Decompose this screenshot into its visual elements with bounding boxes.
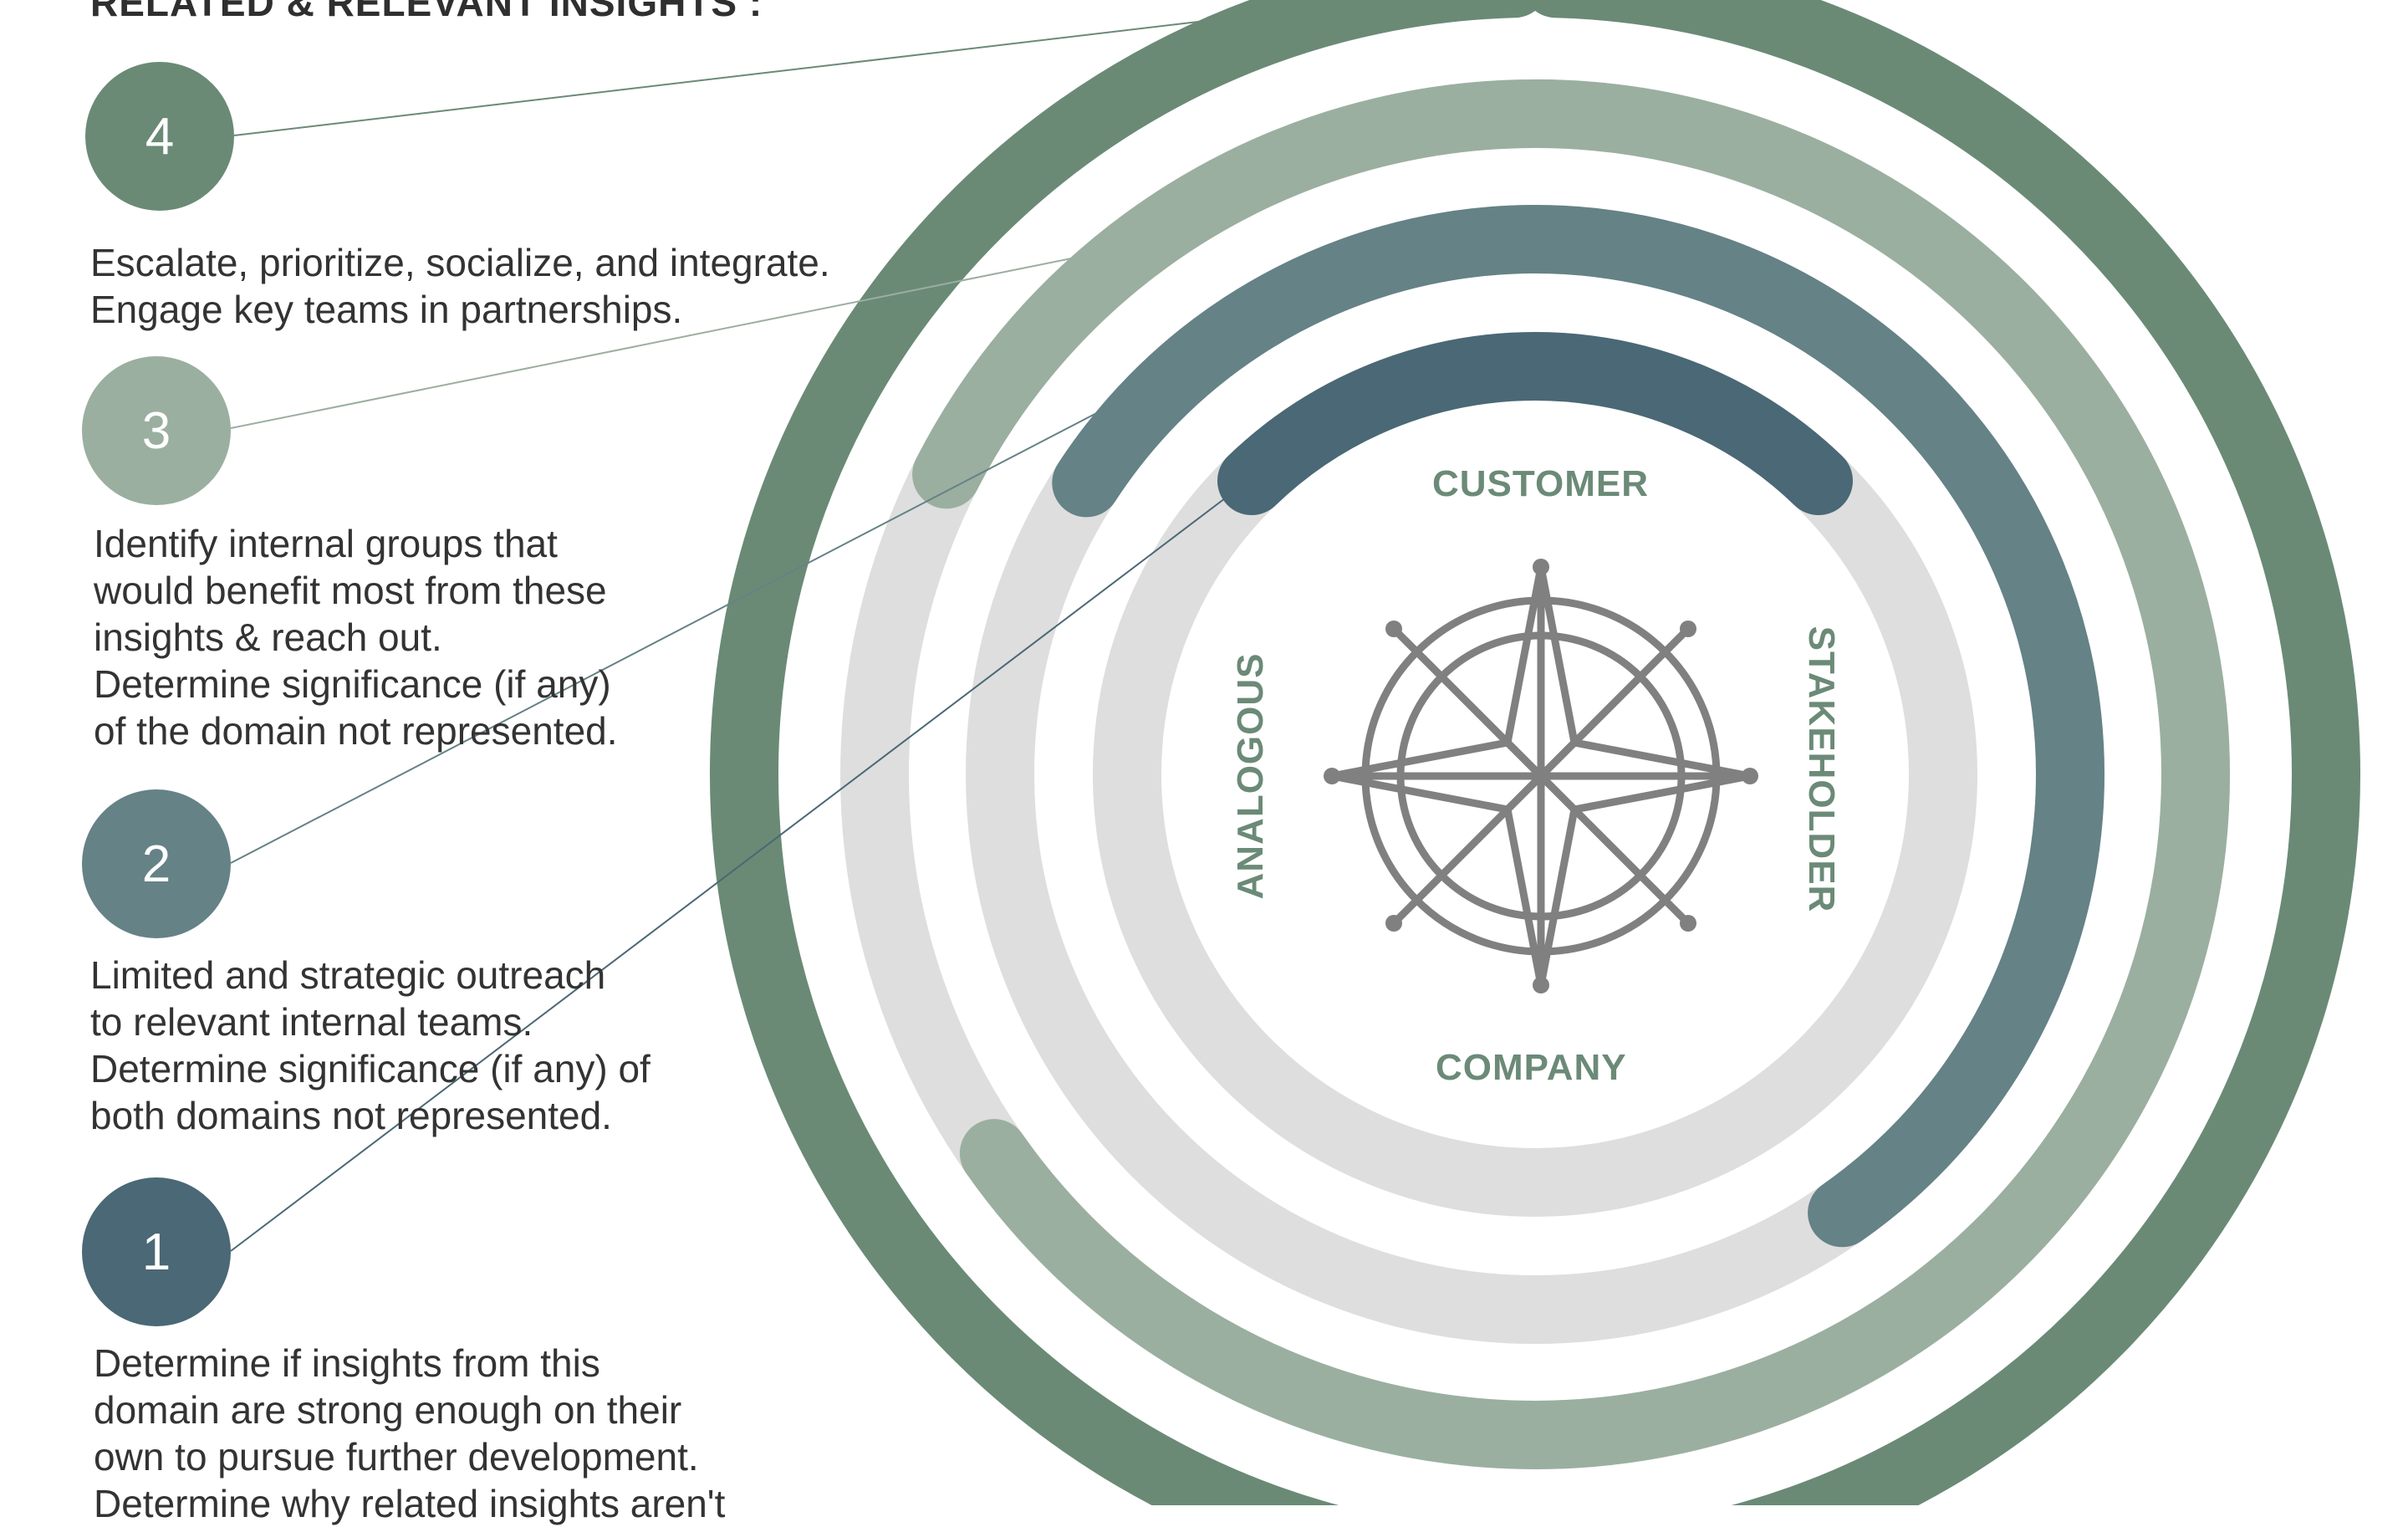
compass-rose-icon — [1324, 559, 1758, 993]
domain-label-stakeholder: STAKEHOLDER — [1801, 626, 1842, 913]
level-3-line: would benefit most from these — [94, 569, 607, 612]
domain-label-analogous: ANALOGOUS — [1230, 652, 1271, 900]
arc-ring-1 — [1217, 332, 1853, 515]
arc-ring-2 — [1052, 205, 2104, 1248]
level-1-description: Determine if insights from this domain a… — [94, 1340, 725, 1527]
level-2-line: Determine significance (if any) of — [90, 1047, 650, 1090]
level-4-number: 4 — [145, 107, 175, 166]
level-4-line: Engage key teams in partnerships. — [90, 288, 683, 331]
level-3-description: Identify internal groups that would bene… — [94, 520, 618, 754]
level-4-badge: 4 — [85, 62, 234, 211]
page-title: RELATED & RELEVANT INSIGHTS : — [90, 0, 763, 24]
connector-line-3 — [230, 250, 1110, 429]
level-4-description: Escalate, prioritize, socialize, and int… — [90, 239, 830, 333]
level-2-description: Limited and strategic outreach to releva… — [90, 952, 650, 1139]
level-3-line: Identify internal groups that — [94, 522, 558, 565]
level-3-number: 3 — [141, 401, 171, 460]
level-2-line: both domains not represented. — [90, 1094, 612, 1137]
level-3-line: of the domain not represented. — [94, 709, 618, 753]
level-2-line: Limited and strategic outreach — [90, 953, 606, 997]
level-1-number: 1 — [141, 1223, 171, 1281]
level-2-number: 2 — [141, 835, 171, 893]
level-2-line: to relevant internal teams. — [90, 1000, 533, 1044]
level-1-line: Determine if insights from this — [94, 1341, 600, 1385]
level-3-badge: 3 — [82, 356, 231, 505]
level-3-line: Determine significance (if any) — [94, 662, 611, 706]
arc-ring-4 — [710, 0, 2360, 1505]
level-3-line: insights & reach out. — [94, 615, 442, 659]
connector-line-1 — [230, 474, 1257, 1252]
domain-label-customer: CUSTOMER — [1432, 463, 1649, 504]
level-1-badge: 1 — [82, 1177, 231, 1326]
domain-label-company: COMPANY — [1436, 1047, 1627, 1088]
level-1-line: Determine why related insights aren't — [94, 1482, 726, 1525]
level-1-line: own to pursue further development. — [94, 1435, 699, 1478]
level-2-badge: 2 — [82, 789, 231, 938]
level-1-line: domain are strong enough on their — [94, 1388, 682, 1432]
level-4-line: Escalate, prioritize, socialize, and int… — [90, 241, 830, 284]
connector-line-4 — [233, 19, 1213, 136]
connector-line-2 — [230, 374, 1171, 864]
arc-ring-3 — [912, 79, 2230, 1469]
